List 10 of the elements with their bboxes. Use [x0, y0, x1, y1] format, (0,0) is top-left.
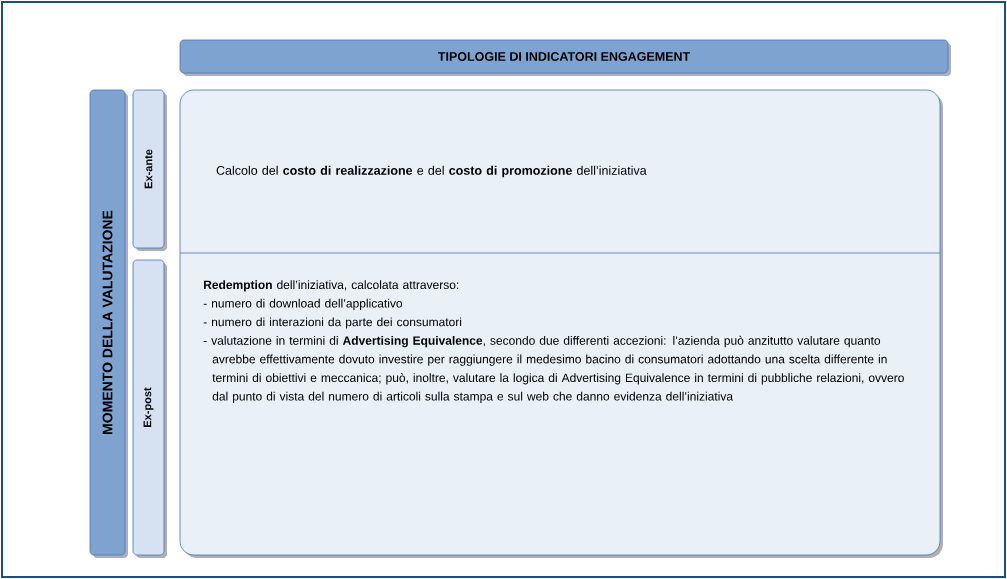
row-label: Ex-post — [132, 259, 167, 558]
list-item: - numero di interazioni da parte dei consumatori — [203, 317, 462, 329]
side-bar: MOMENTO DELLA VALUTAZIONE — [89, 89, 128, 558]
row-label: Ex-ante — [132, 89, 167, 251]
content-panel — [179, 89, 943, 558]
list-item: - valutazione in termini di Advertising Equivalence, secondo due differenti accezioni: l’azienda può anzitutto valutare quanto avrebbe effettivamente dovuto investire per raggiungere il medesimo bacino di consumatori adottando una scelta differente in termini di obiettivi e meccanica; può, inoltre, valutare la logica di Advertising Equivalence in termini di pubbliche relazioni, ovvero dal punto di vista del numero di articoli sulla stampa e sul web che danno evidenza dell’iniziativa — [203, 335, 904, 403]
header-bar: TIPOLOGIE DI INDICATORI ENGAGEMENT — [179, 39, 951, 76]
list-item: - numero di download dell’applicativo — [203, 298, 403, 310]
list-item: Redemption dell’iniziativa, calcolata attraverso: — [204, 280, 459, 292]
table-cell: Calcolo del costo di realizzazione e del costo di promozione dell’iniziativa — [216, 165, 647, 178]
